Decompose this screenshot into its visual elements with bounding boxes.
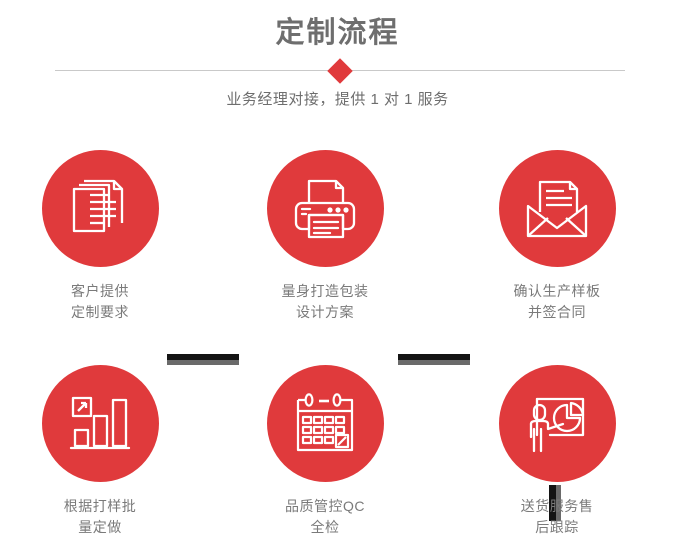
process-step-5[interactable]: 品质管控QC 全检 xyxy=(235,365,415,538)
connector-shadow xyxy=(556,485,561,521)
connector-vertical-1 xyxy=(549,485,561,521)
presenter-chart-icon xyxy=(529,397,585,452)
bar-chart-growth-icon xyxy=(69,396,131,449)
process-step-3[interactable]: 确认生产样板 并签合同 xyxy=(467,150,647,323)
envelope-document-icon xyxy=(526,180,588,237)
header-divider xyxy=(55,58,625,90)
connector-shadow xyxy=(167,360,239,365)
step-icon-circle xyxy=(266,150,384,267)
step-label: 品质管控QC 全检 xyxy=(285,498,365,535)
page-title: 定制流程 xyxy=(275,17,400,49)
page-subtitle: 业务经理对接，提供 1 对 1 服务 xyxy=(226,91,449,108)
step-label: 客户提供 定制要求 xyxy=(71,283,129,320)
step-label: 量身打造包装 设计方案 xyxy=(281,283,369,320)
process-step-6[interactable]: 送货服务售 后跟踪 xyxy=(467,365,647,538)
step-icon-circle xyxy=(266,365,384,482)
connector-shadow xyxy=(398,360,470,365)
step-label: 确认生产样板 并签合同 xyxy=(513,283,601,320)
documents-icon xyxy=(72,179,124,232)
step-icon-circle xyxy=(498,150,616,267)
step-icon-circle xyxy=(41,150,159,267)
step-icon-circle xyxy=(498,365,616,482)
process-step-2[interactable]: 量身打造包装 设计方案 xyxy=(235,150,415,323)
connector-bar xyxy=(167,354,239,360)
step-icon-circle xyxy=(41,365,159,482)
process-step-4[interactable]: 根据打样批 量定做 xyxy=(10,365,190,538)
connector-horizontal-2 xyxy=(398,354,470,365)
connector-horizontal-1 xyxy=(167,354,239,365)
process-step-1[interactable]: 客户提供 定制要求 xyxy=(10,150,190,323)
connector-bar xyxy=(398,354,470,360)
printer-icon xyxy=(294,179,356,238)
calendar-check-icon xyxy=(296,392,354,451)
step-label: 送货服务售 后跟踪 xyxy=(520,498,594,535)
diamond-icon xyxy=(327,58,353,84)
process-steps: 客户提供 定制要求 xyxy=(0,150,675,550)
step-label: 根据打样批 量定做 xyxy=(63,498,137,535)
connector-bar xyxy=(549,485,556,521)
